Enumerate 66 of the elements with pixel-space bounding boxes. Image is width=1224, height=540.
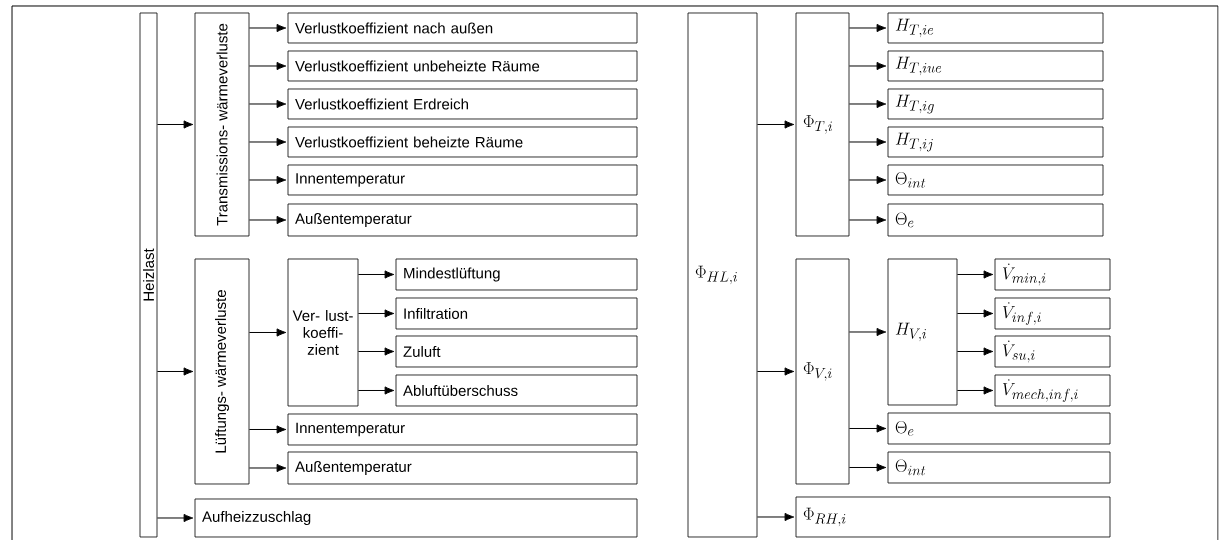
arrow bbox=[956, 347, 994, 356]
symbol-box: $\dot{V}_{mech,inf,i}$ bbox=[994, 374, 1111, 407]
category-box: Heizlast bbox=[139, 12, 158, 538]
symbol-box: $H_{T,ij}$ bbox=[887, 126, 1104, 158]
parameter-box: Verlustkoeffizient unbeheizte Räume bbox=[287, 50, 638, 82]
arrow bbox=[848, 23, 887, 33]
arrow bbox=[357, 309, 395, 318]
symbol-box: $\dot{V}_{inf,i}$ bbox=[994, 297, 1111, 330]
symbol-box: $H_{T,iue}$ bbox=[887, 50, 1104, 82]
symbol-box: $\Theta_{int}$ bbox=[887, 451, 1111, 484]
arrow bbox=[248, 328, 287, 337]
arrow bbox=[848, 137, 887, 147]
category-box: Ver- lust- koeffi- zient bbox=[287, 258, 359, 407]
symbol-box: $\Phi_{V,i}$ bbox=[795, 258, 850, 485]
parameter-box: Abluftüberschuss bbox=[395, 374, 638, 407]
arrow bbox=[756, 367, 795, 376]
symbol-box: $\Phi_{RH,i}$ bbox=[795, 496, 1111, 538]
parameter-box: Verlustkoeffizient beheizte Räume bbox=[287, 126, 638, 158]
symbol-box: $\dot{V}_{min,i}$ bbox=[994, 258, 1111, 291]
arrow bbox=[248, 137, 287, 147]
symbol-box: $\Phi_{HL,i}$ bbox=[687, 12, 758, 538]
parameter-box: Innentemperatur bbox=[287, 413, 638, 446]
arrow bbox=[756, 120, 795, 129]
parameter-box: Außentemperatur bbox=[287, 451, 638, 485]
arrow bbox=[248, 425, 287, 434]
symbol-box: $H_{T,ie}$ bbox=[887, 12, 1104, 44]
parameter-box: Infiltration bbox=[395, 297, 638, 330]
symbol-box: $\Theta_{e}$ bbox=[887, 412, 1111, 445]
parameter-box: Verlustkoeffizient Erdreich bbox=[287, 88, 638, 120]
arrow bbox=[848, 175, 887, 185]
symbol-box: $\dot{V}_{su,i}$ bbox=[994, 335, 1111, 368]
arrow bbox=[848, 327, 887, 337]
arrow bbox=[848, 215, 887, 225]
category-box: Transmissions- wärmeverluste bbox=[194, 12, 250, 237]
symbol-box: $\Theta_{int}$ bbox=[887, 164, 1104, 196]
parameter-box: Mindestlüftung bbox=[395, 258, 638, 291]
arrow bbox=[248, 215, 287, 225]
symbol-box: $H_{V,i}$ bbox=[887, 258, 958, 406]
arrow bbox=[248, 61, 287, 71]
parameter-box: Zuluft bbox=[395, 335, 638, 368]
arrow bbox=[956, 386, 994, 395]
parameter-box: Verlustkoeffizient nach außen bbox=[287, 12, 638, 44]
arrow bbox=[357, 270, 395, 279]
parameter-box: Aufheizzuschlag bbox=[194, 498, 638, 538]
arrow bbox=[848, 61, 887, 71]
arrow bbox=[248, 175, 287, 185]
arrow bbox=[956, 270, 994, 279]
arrow bbox=[248, 463, 287, 473]
symbol-box: $H_{T,ig}$ bbox=[887, 88, 1104, 120]
parameter-box: Innentemperatur bbox=[287, 164, 638, 196]
arrow bbox=[248, 99, 287, 109]
arrow bbox=[357, 386, 395, 395]
arrow bbox=[956, 309, 994, 318]
arrow bbox=[756, 512, 795, 522]
arrow bbox=[357, 347, 395, 356]
parameter-box: Außentemperatur bbox=[287, 203, 638, 237]
symbol-box: $\Theta_{e}$ bbox=[887, 203, 1104, 237]
arrow bbox=[156, 120, 194, 129]
arrow bbox=[848, 424, 887, 433]
symbol-box: $\Phi_{T,i}$ bbox=[795, 12, 850, 237]
arrow bbox=[248, 23, 287, 33]
arrow bbox=[156, 367, 194, 376]
arrow bbox=[848, 99, 887, 109]
arrow bbox=[156, 513, 194, 523]
category-box: Lüftungs- wärmeverluste bbox=[194, 258, 250, 485]
arrow bbox=[848, 463, 887, 472]
